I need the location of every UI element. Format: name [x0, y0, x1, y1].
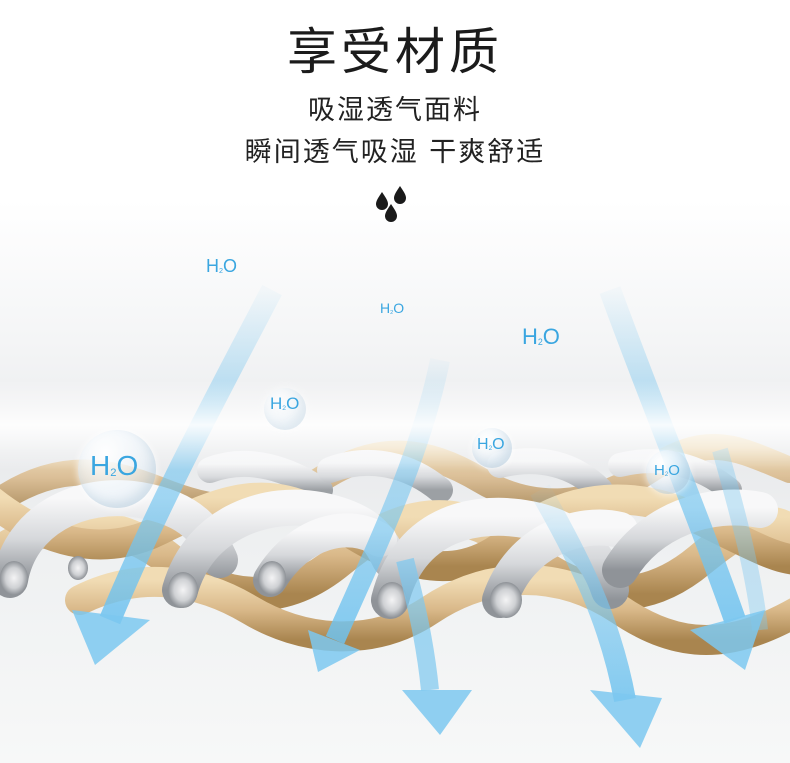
page-title: 享受材质	[287, 23, 503, 81]
h2o-label: H2O	[654, 462, 680, 479]
feature-subtitle: 吸湿透气面料	[308, 95, 482, 126]
water-bubble-small	[472, 428, 512, 468]
h2o-label: H2O	[270, 394, 300, 413]
h2o-label: H2O	[477, 436, 505, 453]
h2o-label: H2O	[206, 256, 238, 276]
h2o-label: H2O	[380, 300, 405, 316]
fibre-end-caps	[0, 556, 522, 618]
water-bubble-right	[646, 450, 690, 494]
h2o-label: H2O	[522, 324, 560, 349]
feature-description: 瞬间透气吸湿 干爽舒适	[244, 137, 546, 168]
water-drops-icon	[376, 186, 406, 222]
water-bubble-large	[78, 430, 156, 508]
water-bubble-mid	[264, 388, 306, 430]
h2o-label: H2O	[90, 450, 139, 481]
